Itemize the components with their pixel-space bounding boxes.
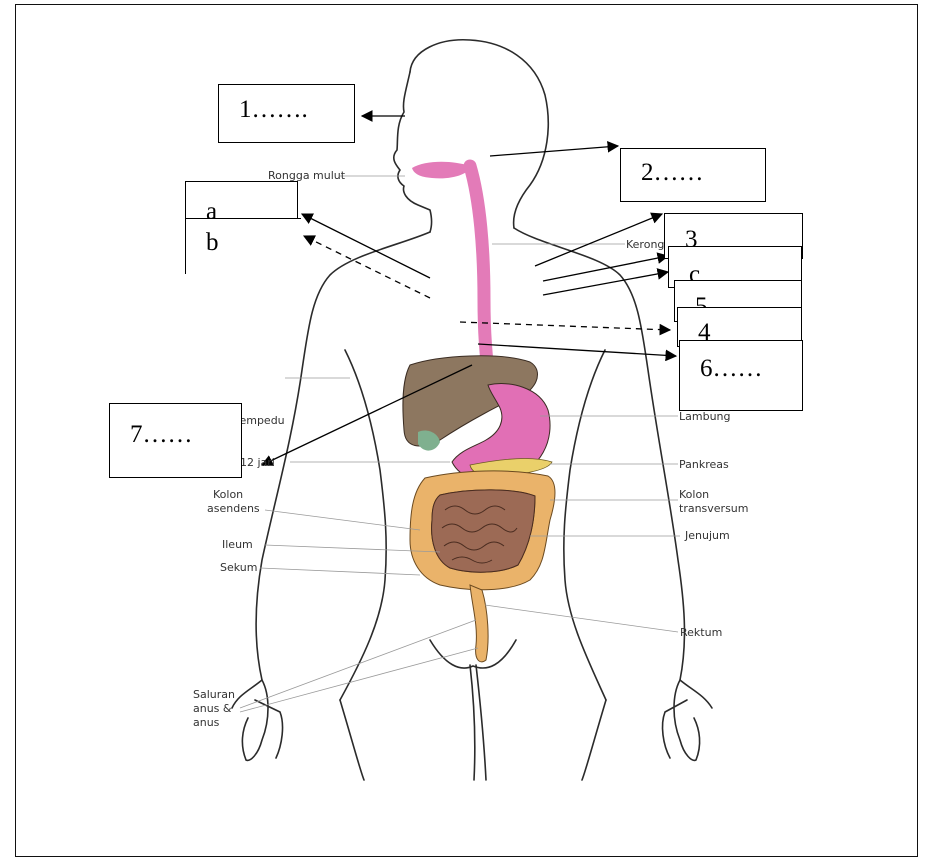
answer-box-1-text: 1……. [239, 96, 308, 124]
label-ileum: Ileum [222, 538, 253, 551]
leader-sekum [260, 568, 420, 575]
answer-box-6-text: 6…… [700, 355, 763, 383]
label-saluran-anus-1: Saluran [193, 688, 235, 701]
leader-rektum [485, 605, 678, 632]
label-kolon-asendens-1: Kolon [213, 488, 243, 501]
label-rektum: Rektum [680, 626, 722, 639]
leader-anus-2 [240, 648, 478, 712]
label-saluran-anus-3: anus [193, 716, 219, 729]
arrow-6 [478, 344, 676, 356]
arrow-5 [543, 272, 668, 295]
answer-box-6[interactable]: 6…… [679, 340, 803, 411]
label-sekum: Sekum [220, 561, 257, 574]
rectum [470, 585, 488, 662]
leader-anus-1 [240, 620, 476, 708]
hand-left [232, 680, 283, 760]
answer-box-7-text: 7…… [130, 421, 193, 449]
arrow-b [304, 236, 430, 298]
arrow-a [302, 214, 430, 278]
answer-box-b-text: b [206, 229, 219, 257]
esophagus [470, 166, 490, 385]
label-pankreas: Pankreas [679, 458, 729, 471]
answer-box-1[interactable]: 1……. [218, 84, 355, 143]
answer-box-a-text: a [206, 198, 217, 219]
face-profile [394, 72, 432, 232]
torso-right [564, 350, 606, 700]
label-kolon-transversum-2: transversum [679, 502, 749, 515]
small-intestine [432, 490, 535, 572]
label-lambung: Lambung [679, 410, 731, 423]
answer-box-b[interactable]: b [185, 218, 301, 274]
label-jenujum: Jenujum [685, 529, 730, 542]
answer-box-2[interactable]: 2…… [620, 148, 766, 202]
answer-box-a[interactable]: a [185, 181, 298, 219]
leader-kolon-asendens [265, 510, 420, 530]
label-kolon-transversum-1: Kolon [679, 488, 709, 501]
legs [340, 665, 606, 780]
answer-box-2-text: 2…… [641, 159, 704, 187]
mouth-cavity [412, 162, 470, 179]
label-saluran-anus-2: anus & [193, 702, 232, 715]
hand-right [663, 680, 712, 760]
arrow-4 [460, 322, 670, 330]
arrow-c [543, 256, 668, 281]
crotch [430, 640, 516, 668]
answer-box-7[interactable]: 7…… [109, 403, 242, 478]
label-kolon-asendens-2: asendens [207, 502, 260, 515]
arrow-2 [490, 146, 618, 156]
